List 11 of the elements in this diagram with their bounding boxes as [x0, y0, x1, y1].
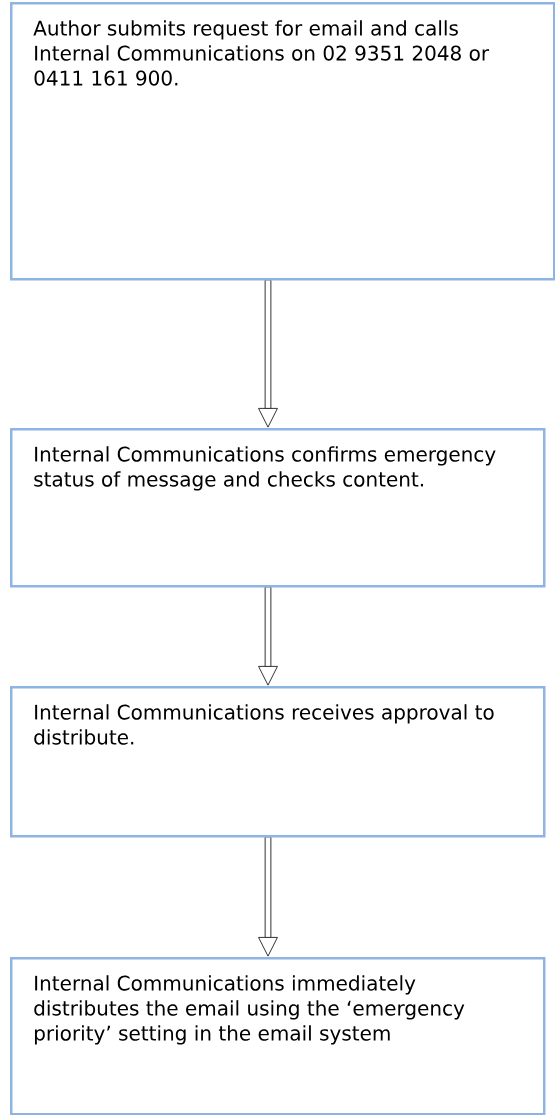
node-label: Author submits request for email and calls Internal Communications on 02 9351 2048 or 0411 161 900.: [33, 20, 490, 86]
process-box: [10, 2, 555, 281]
arrow: [258, 280, 278, 428]
arrow: [258, 587, 278, 686]
arrow: [258, 837, 278, 957]
process-box: [10, 428, 546, 588]
process-box: [10, 686, 546, 838]
node-label: Internal Communications receives approval to distribute.: [34, 704, 494, 745]
node-label: Internal Communications immediately distributes the email using the ‘emergency priority’ setting in the email system: [34, 975, 465, 1045]
node-label: Internal Communications confirms emergency status of message and checks content.: [34, 446, 496, 491]
process-box: [10, 957, 546, 1115]
